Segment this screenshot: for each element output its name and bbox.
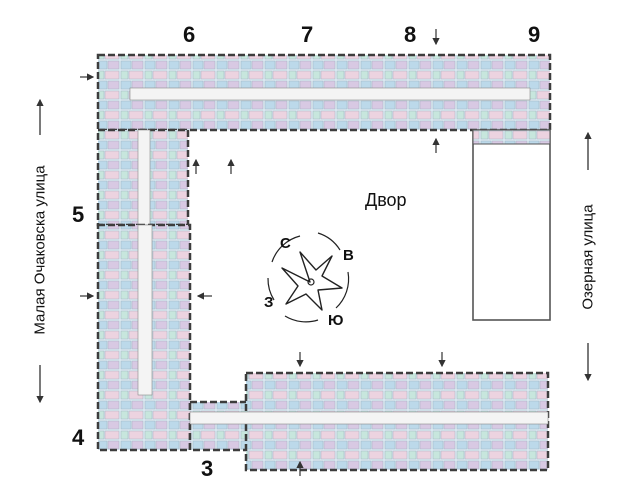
street-name-west: Малая Очаковска улица [31, 165, 49, 335]
building-wing-west-upper [96, 128, 190, 227]
compass-west-label: З [264, 294, 274, 311]
building-wing-west-lower [96, 223, 192, 452]
compass-arc [335, 271, 350, 309]
section-number-3: 3 [201, 456, 214, 481]
compass-arc [271, 235, 301, 263]
building-wing-south [188, 371, 550, 472]
building-wing-north [96, 53, 552, 132]
compass-south-label: Ю [328, 312, 344, 329]
compass-star-icon [281, 251, 343, 311]
compass-east-label: В [343, 247, 354, 264]
street-name-east: Озерная улица [579, 204, 597, 310]
compass-arc [317, 232, 341, 251]
section-number-5: 5 [72, 202, 85, 227]
entrance-arrows [80, 29, 446, 476]
compass-north-label: С [280, 235, 291, 252]
section-number-6: 6 [183, 22, 196, 47]
yard-label: Двор [365, 190, 407, 210]
compass-arc [284, 315, 319, 323]
section-number-8: 8 [404, 22, 417, 47]
compass-arc [267, 277, 275, 301]
compass-rose [267, 232, 350, 323]
section-number-4: 4 [72, 425, 85, 450]
east-annex-outline [472, 129, 551, 321]
east-annex-top-strip [472, 129, 551, 145]
compass-center [307, 278, 315, 286]
section-number-9: 9 [528, 22, 541, 47]
section-number-7: 7 [301, 22, 314, 47]
